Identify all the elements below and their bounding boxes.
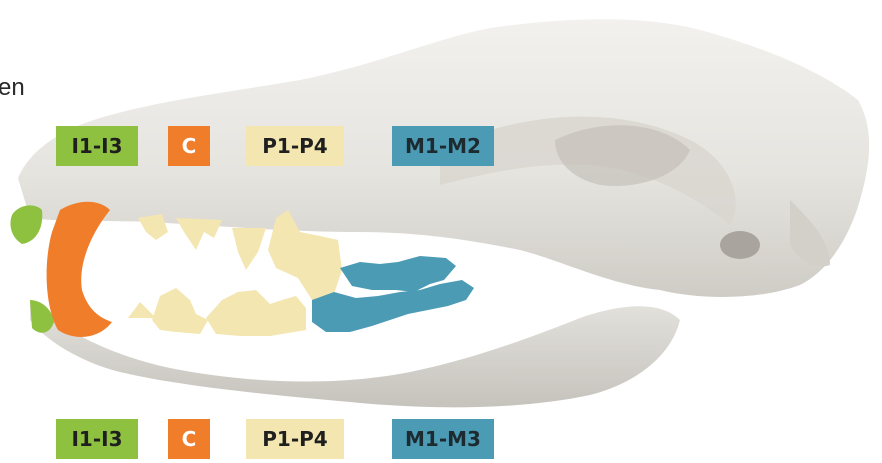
lower-canine-label-text: C	[182, 427, 197, 451]
upper-canine-label-text: C	[182, 134, 197, 158]
incisors-upper	[10, 205, 42, 244]
upper-molars-label-text: M1-M2	[405, 134, 481, 158]
lower-premolars-label-text: P1-P4	[262, 427, 327, 451]
ear-canal	[720, 231, 760, 259]
lower-incisors-label-text: I1-I3	[71, 427, 122, 451]
canine-tooth	[47, 202, 112, 337]
upper-molars-label: M1-M2	[392, 126, 494, 166]
upper-incisors-label-text: I1-I3	[71, 134, 122, 158]
upper-canine-label: C	[168, 126, 210, 166]
upper-premolars-label: P1-P4	[246, 126, 344, 166]
lower-premolars-label: P1-P4	[246, 419, 344, 459]
cropped-text: en	[0, 74, 25, 102]
lower-molars-label: M1-M3	[392, 419, 494, 459]
upper-premolars-label-text: P1-P4	[262, 134, 327, 158]
upper-incisors-label: I1-I3	[56, 126, 138, 166]
lower-canine-label: C	[168, 419, 210, 459]
lower-molars-label-text: M1-M3	[405, 427, 481, 451]
lower-incisors-label: I1-I3	[56, 419, 138, 459]
